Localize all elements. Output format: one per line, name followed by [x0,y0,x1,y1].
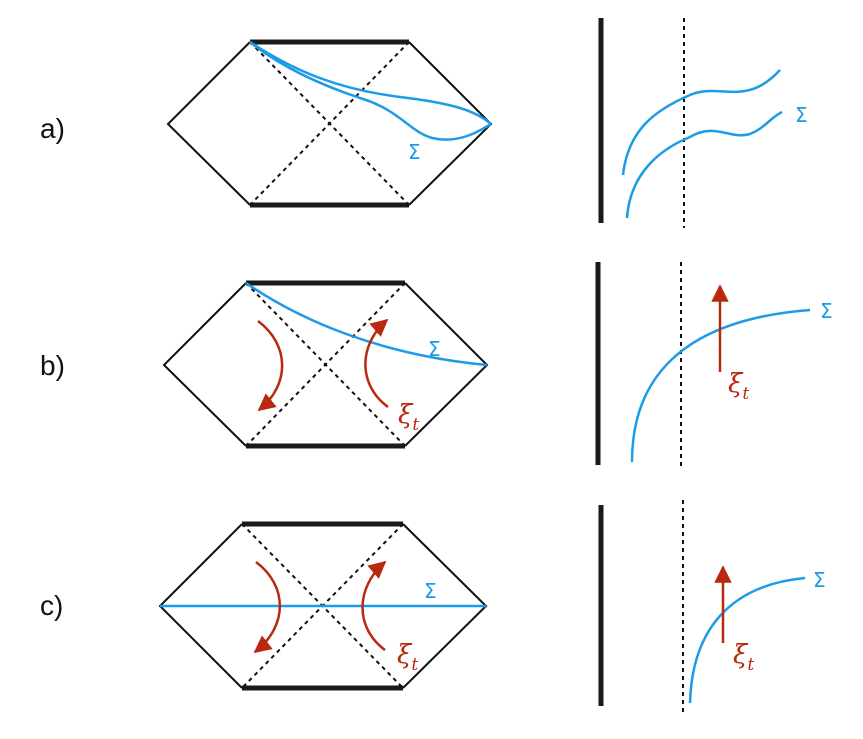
xi-t-label-c-right: ξt [733,640,754,675]
panel-a-label: a) [40,113,65,144]
killing-arrow-c-left [253,561,282,654]
horizon-a-2 [249,41,410,206]
sigma-curve-b-right [630,308,811,463]
xi-t-label-c-left: ξt [397,640,418,675]
sigma-curve-a-upper [621,69,781,176]
sigma-label-c-left: Σ [424,579,437,603]
xi-t-label-b-left: ξt [398,400,419,435]
panel-c-label: c) [40,590,63,621]
sigma-label-a-left: Σ [408,140,421,164]
sigma-label-b-left: Σ [428,337,441,361]
horizon-b-2 [245,282,406,447]
sigma-curve-b [245,281,488,367]
exterior-diagram-a: Σ [598,18,808,228]
killing-arrow-b-right [364,318,389,409]
exterior-diagram-b: Σ ξt [595,262,833,470]
sigma-label-a-right: Σ [795,103,808,127]
panel-c: c) Σ ξt Σ ξt [40,500,826,712]
killing-arrow-b-left [257,320,284,412]
panel-a: a) Σ Σ [40,18,808,228]
panel-b-label: b) [40,350,65,381]
sigma-curve-c-right [688,576,806,704]
sigma-curve-a-lower [625,110,783,219]
xi-t-label-b-right: ξt [728,369,749,404]
penrose-diagram-c: Σ ξt [158,521,488,691]
exterior-diagram-c: Σ ξt [598,500,826,712]
sigma-label-c-right: Σ [813,568,826,592]
sigma-curve-a-1 [249,40,492,125]
panel-b: b) Σ ξt Σ ξt [40,262,833,470]
killing-arrow-c-right [361,560,387,652]
penrose-diagram-b: Σ ξt [162,280,489,449]
sigma-curve-a-2 [249,41,492,141]
sigma-label-b-right: Σ [820,299,833,323]
penrose-diagram-a: Σ [166,39,493,208]
